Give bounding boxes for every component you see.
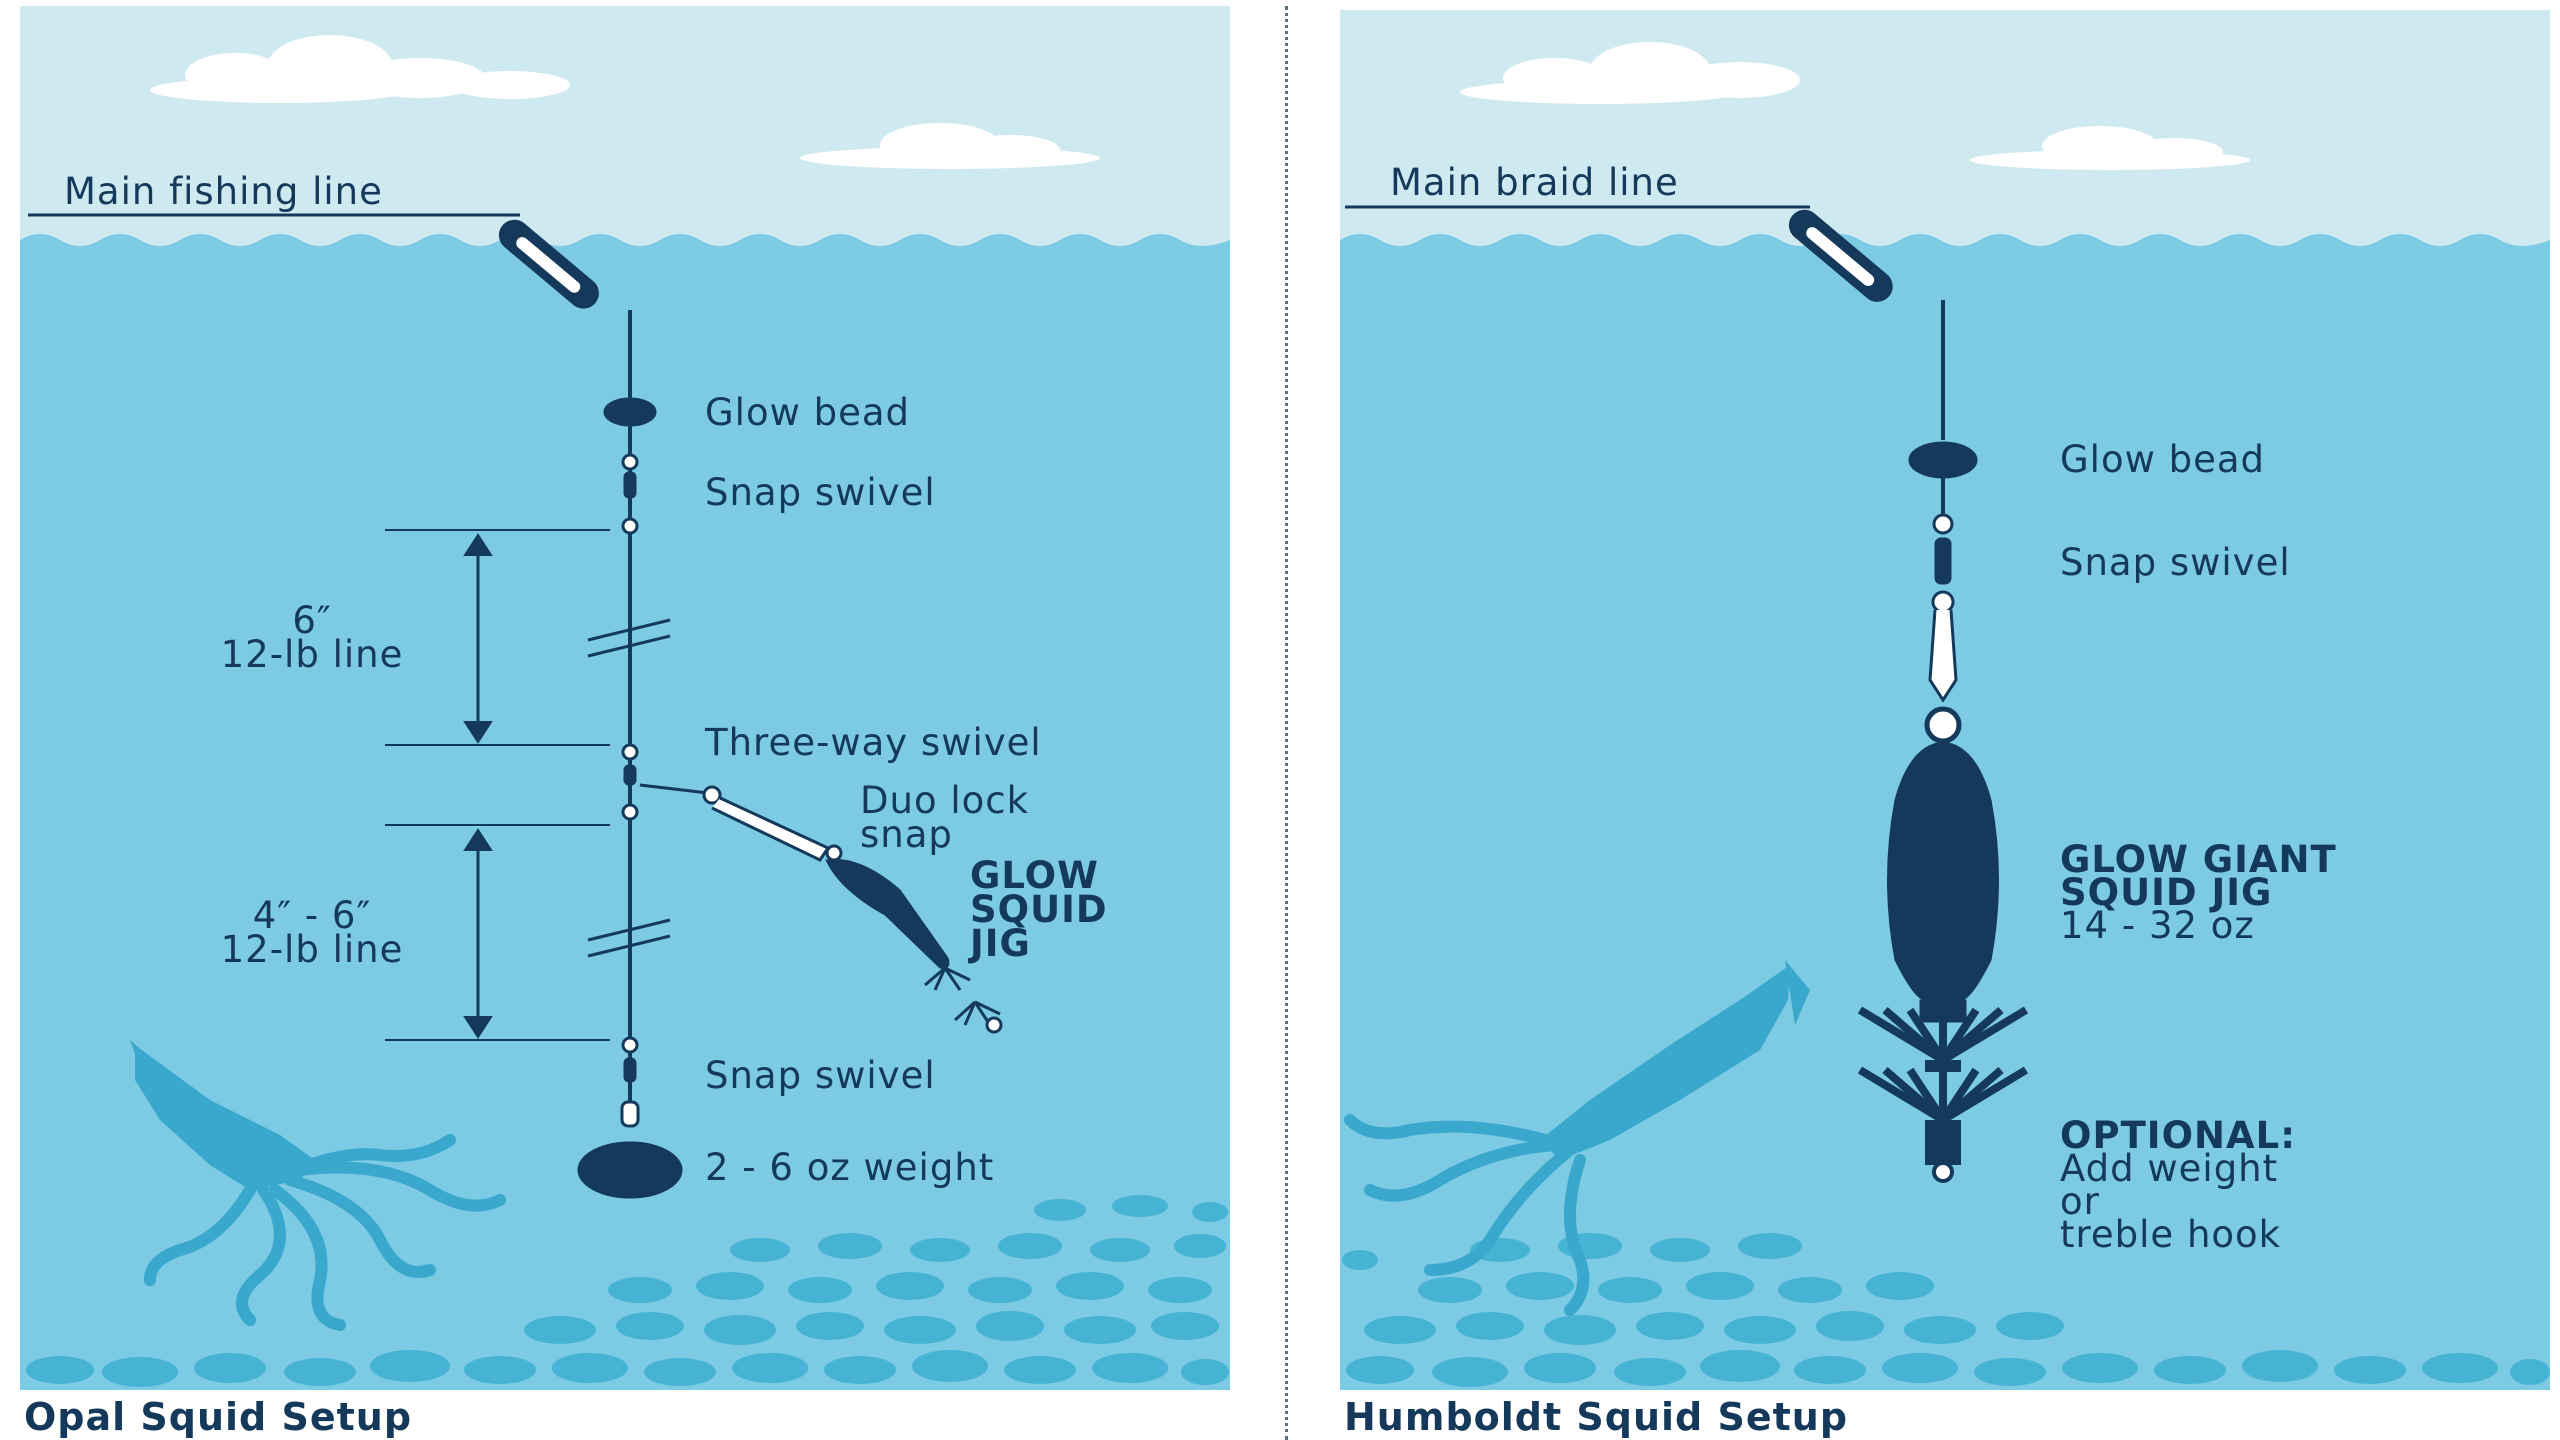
label-jig-1: GLOW bbox=[970, 854, 1099, 897]
snap-swivel-clip bbox=[1928, 609, 1958, 703]
cloud-right bbox=[800, 123, 1100, 169]
label-lower-length: 4″ - 6″ bbox=[253, 894, 372, 937]
label-glow-bead: Glow bead bbox=[705, 391, 910, 434]
label-jig-2: SQUID bbox=[970, 888, 1108, 931]
label-main-fishing-line: Main fishing line bbox=[64, 170, 383, 213]
label-three-way-swivel: Three-way swivel bbox=[704, 721, 1042, 764]
label-jig-weight: 14 - 32 oz bbox=[2060, 904, 2255, 947]
label-duo-lock-1: Duo lock bbox=[860, 779, 1029, 822]
caption-opal: Opal Squid Setup bbox=[24, 1395, 412, 1439]
opal-rig bbox=[28, 213, 1003, 1199]
label-duo-lock-2: snap bbox=[860, 813, 953, 856]
label-snap-swivel-bottom: Snap swivel bbox=[705, 1054, 936, 1097]
label-optional: OPTIONAL: bbox=[2060, 1114, 2296, 1157]
humboldt-rig bbox=[1345, 205, 2029, 1183]
sky bbox=[20, 6, 1230, 256]
cloud-right bbox=[1970, 126, 2250, 170]
dim-lower bbox=[385, 824, 610, 1041]
label-weight: 2 - 6 oz weight bbox=[705, 1146, 994, 1189]
label-snap-swivel: Snap swivel bbox=[2060, 541, 2291, 584]
opal-squid-panel: Main fishing line Glow bead Snap swivel … bbox=[20, 6, 1230, 1439]
squid-silhouette bbox=[130, 1040, 506, 1331]
jig-hook-tiers bbox=[924, 966, 1003, 1034]
duo-lock-snap bbox=[711, 796, 831, 862]
label-optional-3: treble hook bbox=[2060, 1213, 2281, 1256]
caption-humboldt: Humboldt Squid Setup bbox=[1344, 1395, 1848, 1439]
giant-jig-body bbox=[1887, 741, 1999, 1001]
glow-bead bbox=[1908, 441, 1978, 479]
label-jig-2: SQUID JIG bbox=[2060, 871, 2272, 914]
panel-divider bbox=[1285, 6, 1288, 1440]
label-optional-2: or bbox=[2060, 1180, 2100, 1223]
label-main-braid-line: Main braid line bbox=[1390, 161, 1679, 204]
seabed-rocks bbox=[1342, 1233, 2550, 1387]
glow-bead bbox=[603, 397, 657, 427]
jig-hook-tiers bbox=[1857, 1006, 2029, 1124]
label-jig-3: JIG bbox=[967, 922, 1031, 965]
label-glow-bead: Glow bead bbox=[2060, 438, 2265, 481]
squid-jig-body bbox=[825, 858, 950, 969]
label-jig-1: GLOW GIANT bbox=[2060, 838, 2337, 881]
label-upper-length: 6″ bbox=[292, 599, 331, 642]
label-upper-line: 12-lb line bbox=[221, 633, 404, 676]
dim-upper bbox=[385, 529, 610, 746]
dropper bbox=[639, 783, 709, 795]
label-optional-1: Add weight bbox=[2060, 1147, 2278, 1190]
sinker-weight bbox=[577, 1141, 683, 1199]
squid-silhouette bbox=[1344, 960, 1810, 1316]
cloud-left bbox=[1460, 42, 1800, 104]
sky bbox=[1340, 10, 2550, 255]
label-lower-line: 12-lb line bbox=[221, 928, 404, 971]
cloud-left bbox=[150, 35, 570, 103]
label-snap-swivel-top: Snap swivel bbox=[705, 471, 936, 514]
humboldt-squid-panel: Main braid line Glow bead Snap swivel GL… bbox=[1340, 10, 2550, 1439]
seabed-rocks bbox=[26, 1195, 1229, 1387]
